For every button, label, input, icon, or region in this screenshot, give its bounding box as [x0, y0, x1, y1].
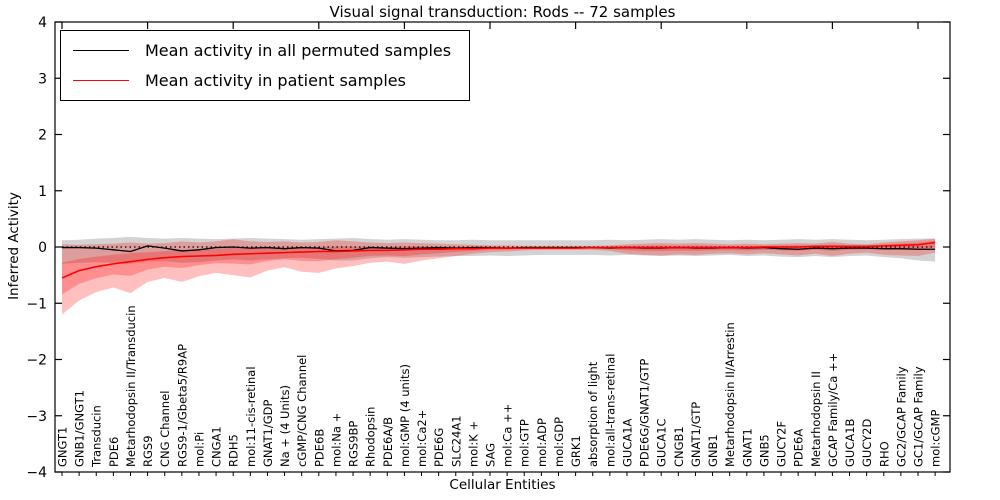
category-label: SLC24A1 — [449, 415, 463, 467]
category-label: PDE6A — [792, 429, 806, 467]
category-label: GCAP Family/Ca ++ — [826, 353, 840, 467]
y-tick-label: 0 — [38, 240, 47, 256]
category-label: RGS9 — [141, 435, 155, 467]
category-label: Metarhodopsin II/Arrestin — [723, 322, 737, 467]
category-label: GNAT1 — [740, 428, 754, 467]
category-label: RHO — [877, 441, 891, 467]
legend-label-patient: Mean activity in patient samples — [145, 71, 406, 90]
category-label: mol:all-trans-retinal — [603, 354, 617, 467]
category-label: absorption of light — [586, 361, 600, 467]
category-label: mol:GDP — [552, 417, 566, 467]
y-tick-label: 1 — [38, 184, 47, 200]
category-label: GC2/GCAP Family — [894, 366, 908, 467]
y-tick-label: 4 — [38, 15, 47, 31]
category-label: mol:ADP — [535, 418, 549, 467]
category-label: GUCA1B — [843, 418, 857, 467]
category-label: CNG Channel — [158, 391, 172, 467]
category-label: PDE6B — [312, 429, 326, 467]
chart-title: Visual signal transduction: Rods -- 72 s… — [329, 3, 676, 21]
category-label: GNB5 — [757, 434, 771, 467]
category-label: Na + (4 Units) — [278, 385, 292, 467]
y-tick-label: −1 — [26, 296, 47, 312]
category-label: PDE6A/B — [381, 417, 395, 467]
category-label: mol:11-cis-retinal — [244, 366, 258, 467]
category-label: cGMP/CNG Channel — [295, 355, 309, 467]
y-tick-label: 2 — [38, 128, 47, 144]
category-label: GUCY2F — [775, 421, 789, 467]
band-patient-outer — [62, 238, 936, 315]
patient-line-sample — [73, 80, 129, 81]
category-label: Rhodopsin — [364, 407, 378, 467]
category-label: GC1/GCAP Family — [912, 366, 926, 467]
category-label: SAG — [484, 443, 498, 467]
category-label: GNAT1/GDP — [261, 400, 275, 467]
legend-label-permuted: Mean activity in all permuted samples — [145, 41, 452, 60]
category-label: PDE6 — [107, 437, 121, 467]
category-label: mol:Pi — [192, 432, 206, 467]
category-label: GNAT1/GTP — [689, 402, 703, 467]
y-tick-label: −2 — [26, 353, 47, 369]
band-permuted — [62, 236, 936, 264]
legend: Mean activity in all permuted samples Me… — [60, 30, 471, 101]
category-label: GNB1 — [706, 434, 720, 467]
series-patient-line — [61, 241, 936, 279]
category-label: PDE6G — [432, 428, 446, 467]
category-label: GUCA1A — [620, 418, 634, 467]
y-axis-label: Inferred Activity — [6, 192, 22, 300]
category-label: mol:K + — [466, 421, 480, 467]
category-label: mol:Ca2+ — [415, 410, 429, 467]
category-label: GUCY2D — [860, 419, 874, 467]
category-label: mol:GTP — [518, 419, 532, 467]
y-tick-label: −4 — [26, 465, 47, 481]
category-label: PDE6G/GNAT1/GTP — [638, 359, 652, 467]
category-label: GNB1/GNGT1 — [73, 390, 87, 467]
category-label: CNGA1 — [210, 426, 224, 467]
category-label: GRK1 — [569, 435, 583, 467]
x-axis-label: Cellular Entities — [449, 477, 556, 493]
category-label: mol:GMP (4 units) — [398, 364, 412, 467]
legend-item-permuted: Mean activity in all permuted samples — [73, 39, 451, 62]
category-label: RDH5 — [227, 434, 241, 467]
y-tick-label: −3 — [26, 409, 47, 425]
category-label: RGS9-1/Gbeta5/R9AP — [175, 344, 189, 467]
category-label: GUCA1C — [655, 418, 669, 467]
category-label: Transducin — [90, 405, 104, 468]
legend-item-patient: Mean activity in patient samples — [73, 69, 451, 92]
category-label: mol:Ca ++ — [501, 404, 515, 467]
category-label: GNGT1 — [56, 427, 70, 467]
category-label: Metarhodopsin II — [809, 371, 823, 467]
permuted-line-sample — [73, 50, 129, 51]
category-label: CNGB1 — [672, 426, 686, 467]
category-label: RGS9BP — [347, 421, 361, 467]
category-label: mol:Na + — [329, 413, 343, 467]
category-label: mol:cGMP — [929, 410, 943, 467]
category-label: Metarhodopsin II/Transducin — [124, 305, 138, 467]
y-tick-label: 3 — [38, 71, 47, 87]
band-patient-inner — [62, 240, 936, 295]
